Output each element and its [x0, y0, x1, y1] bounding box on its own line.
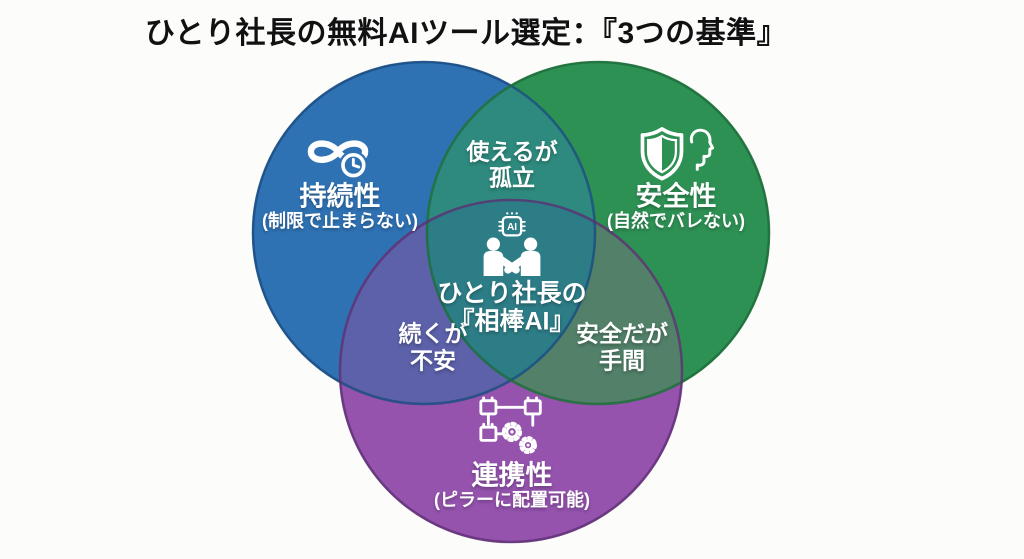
workflow-gears-icon	[479, 396, 542, 455]
region-center	[426, 199, 596, 405]
circle-integration-edge	[338, 198, 684, 544]
overlap-left-line2: 不安	[410, 347, 456, 374]
circle-sustainability-edge	[251, 60, 597, 406]
overlap-top-line1: 使えるが	[466, 138, 558, 165]
overlap-top-line2: 孤立	[489, 164, 535, 191]
shield-face-icon	[640, 127, 714, 181]
circle-safety-edge	[425, 60, 771, 406]
safety-sublabel: (自然でバレない)	[607, 211, 745, 231]
overlap-right-line1: 安全だが	[576, 320, 668, 347]
overlap-left-line1: 続くが	[398, 320, 468, 347]
sustainability-sublabel: (制限で止まらない)	[262, 211, 418, 231]
ai-chip-label: AI	[507, 222, 517, 233]
infinity-clock-icon	[307, 140, 369, 180]
integration-sublabel: (ピラーに配置可能)	[434, 490, 590, 510]
integration-label: 連携性	[471, 460, 553, 491]
center-label-line2: 『相棒AI』	[449, 307, 575, 336]
overlap-right-line2: 手間	[599, 347, 645, 374]
handshake-ai-icon: AI	[483, 212, 541, 276]
page-title: ひとり社長の無料AIツール選定：『3つの基準』	[144, 17, 788, 50]
center-label-line1: ひとり社長の	[437, 279, 587, 308]
safety-label: 安全性	[635, 181, 717, 212]
sustainability-label: 持続性	[299, 181, 381, 212]
